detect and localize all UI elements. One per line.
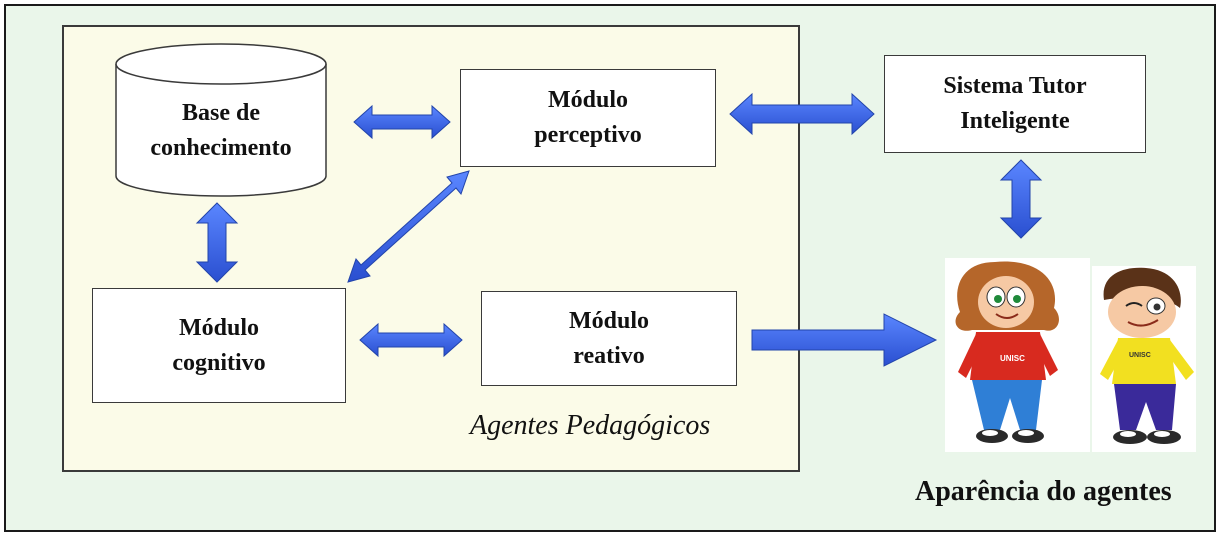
modulo-reativo-box: Módulo reativo [481,291,737,386]
modulo-perceptivo-box: Módulo perceptivo [460,69,716,167]
knowledge-base-cylinder [115,43,327,197]
arrow-tutor-agentes [999,159,1043,239]
arrow-reativo-agentes [751,313,938,367]
arrow-base-perceptivo [353,104,451,140]
arrow-perceptivo-cognitivo [347,170,470,283]
base-de-conhecimento-label: Base de conhecimento [150,100,292,161]
modulo-cognitivo-box: Módulo cognitivo [92,288,346,403]
girl-shirt-badge: UNISC [1000,354,1025,363]
boy-shirt-badge: UNISC [1129,352,1151,359]
boy-agent-illustration: UNISC [1092,266,1196,452]
sistema-tutor-box: Sistema Tutor Inteligente [884,55,1146,153]
arrow-perceptivo-tutor [729,92,875,136]
girl-agent-illustration: UNISC [945,258,1090,452]
arrow-cognitivo-reativo [359,322,463,358]
agentes-pedagogicos-label: Agentes Pedagógicos [470,410,711,441]
aparencia-agentes-label: Aparência do agentes [915,476,1172,507]
arrow-base-cognitivo [195,202,239,283]
